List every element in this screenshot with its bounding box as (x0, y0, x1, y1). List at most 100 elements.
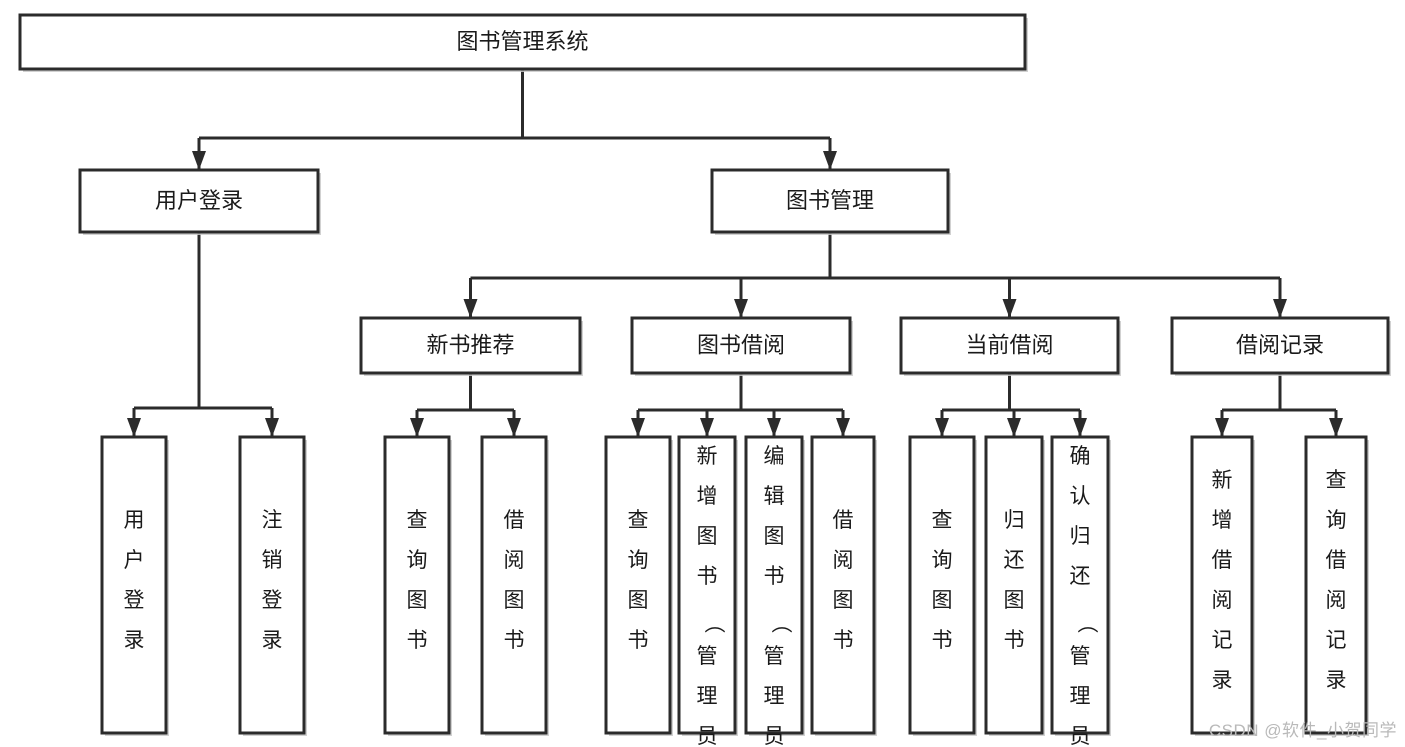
node-book-borrow[interactable]: 图书借阅 (630, 316, 853, 376)
node-label-char: 图 (628, 589, 649, 612)
node-label-char: 增 (1212, 509, 1233, 532)
node-box (984, 435, 1044, 735)
node-label-char: 图 (697, 525, 718, 548)
node-label-char: 员 (764, 725, 785, 747)
node-label-char: 户 (124, 549, 145, 572)
node-label-char: 查 (1326, 469, 1347, 492)
arrow-head (1273, 299, 1287, 318)
node-label: 用户登录 (155, 188, 243, 213)
node-label-char: 归 (1004, 509, 1025, 532)
arrow-head (1002, 299, 1017, 318)
node-label-char: （ (702, 613, 725, 634)
node-label-char: 新 (697, 445, 718, 468)
node-box (78, 168, 320, 234)
node-label-char: 书 (1004, 629, 1025, 652)
node-box (899, 316, 1120, 375)
node-label-char: 认 (1070, 485, 1091, 508)
node-label-char: 询 (407, 549, 428, 572)
arrow-head (700, 418, 714, 437)
node-label-char: 阅 (1326, 589, 1347, 612)
node-label-char: 书 (833, 629, 854, 652)
arrow-head (734, 299, 748, 318)
node-label-char: 图 (833, 589, 854, 612)
node-leaf-user-login[interactable]: 用户登录 (100, 435, 169, 736)
node-box (18, 13, 1027, 71)
node-root-root[interactable]: 图书管理系统 (18, 13, 1028, 72)
node-box (1170, 316, 1390, 375)
node-label: 借阅记录 (1236, 332, 1324, 357)
node-box (238, 435, 306, 735)
node-box (630, 316, 852, 375)
node-book-management[interactable]: 图书管理 (710, 168, 951, 235)
node-label-char: 阅 (1212, 589, 1233, 612)
node-label-char: 理 (1070, 685, 1091, 708)
node-layer: 图书管理系统用户登录图书管理新书推荐图书借阅当前借阅借阅记录用户登录注销登录查询… (18, 13, 1391, 747)
node-label-char: 确 (1070, 445, 1091, 468)
node-label: 图书管理 (786, 188, 874, 213)
node-new-book-recommend[interactable]: 新书推荐 (359, 316, 583, 376)
node-label-char: 查 (407, 509, 428, 532)
node-box (908, 435, 976, 735)
node-label-char: 书 (628, 629, 649, 652)
connector-layer (127, 69, 1343, 437)
node-box (1304, 435, 1368, 735)
node-label-char: 书 (697, 565, 718, 588)
arrow-head (836, 418, 850, 437)
node-label-char: 图 (932, 589, 953, 612)
node-user-login[interactable]: 用户登录 (78, 168, 321, 235)
node-label-char: 理 (764, 685, 785, 708)
node-label-char: 管 (1070, 645, 1091, 668)
node-label-char: 查 (628, 509, 649, 532)
node-label-char: 书 (407, 629, 428, 652)
arrow-head (192, 151, 206, 170)
node-label-char: 书 (932, 629, 953, 652)
node-label-char: 询 (1326, 509, 1347, 532)
node-current-borrow[interactable]: 当前借阅 (899, 316, 1121, 376)
node-label-char: 阅 (504, 549, 525, 572)
node-label-char: 登 (262, 589, 283, 612)
node-label-char: 图 (407, 589, 428, 612)
node-box (744, 435, 804, 735)
arrow-head (507, 418, 521, 437)
node-label-char: 还 (1070, 565, 1091, 588)
node-label-char: 查 (932, 509, 953, 532)
arrow-head (631, 418, 645, 437)
arrow-head (410, 418, 424, 437)
node-label-char: 录 (1212, 669, 1233, 692)
arrow-head (1073, 418, 1087, 437)
node-label: 新书推荐 (426, 332, 514, 357)
node-label-char: 管 (764, 645, 785, 668)
node-box (677, 435, 737, 735)
node-label-char: 员 (1070, 725, 1091, 747)
node-label-char: 录 (262, 629, 283, 652)
node-label-char: 录 (1326, 669, 1347, 692)
node-label-char: 书 (504, 629, 525, 652)
node-borrow-record[interactable]: 借阅记录 (1170, 316, 1391, 376)
node-label-char: 图 (764, 525, 785, 548)
arrow-head (935, 418, 949, 437)
csdn-watermark: CSDN @软件_小贺同学 (1208, 721, 1397, 740)
node-label-char: 增 (697, 485, 718, 508)
node-label-char: 询 (628, 549, 649, 572)
node-box (1190, 435, 1254, 735)
arrow-head (265, 418, 279, 437)
node-box (100, 435, 168, 735)
node-label: 图书借阅 (697, 332, 785, 357)
node-label-char: 辑 (764, 485, 785, 508)
node-box (604, 435, 672, 735)
node-label: 图书管理系统 (456, 29, 588, 54)
